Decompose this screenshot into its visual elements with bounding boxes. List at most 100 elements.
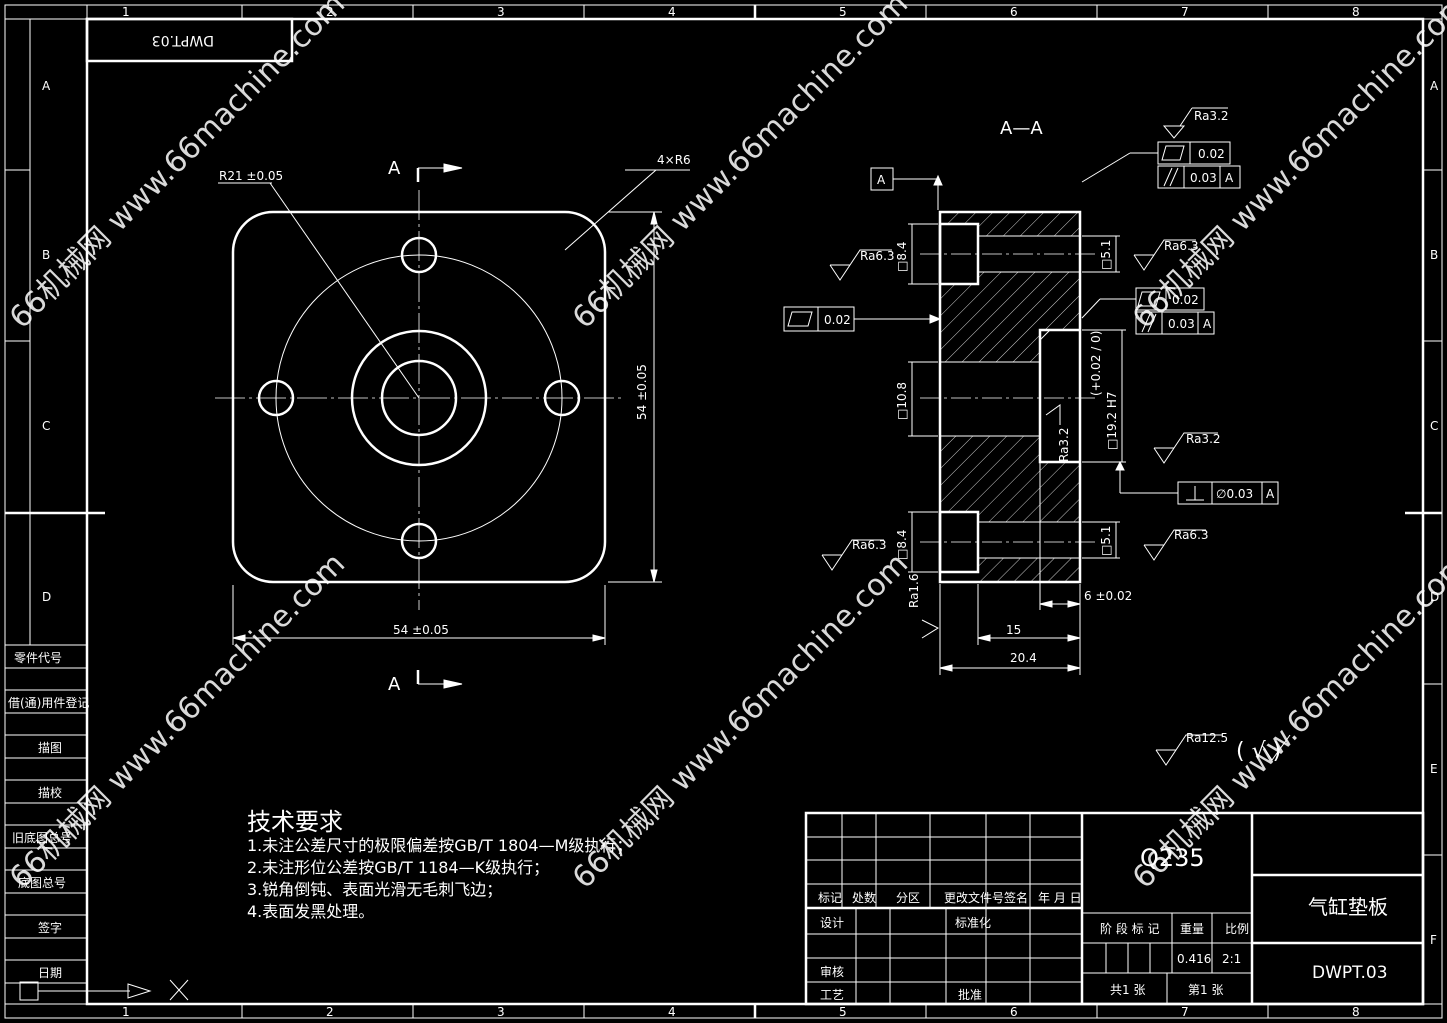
svg-text:签名: 签名: [1004, 890, 1028, 905]
svg-text:∅0.03: ∅0.03: [1216, 487, 1253, 501]
svg-text:工艺: 工艺: [820, 988, 844, 1002]
svg-text:旧底图总号: 旧底图总号: [12, 830, 72, 845]
svg-text:□5.1: □5.1: [1099, 240, 1113, 270]
svg-text:0.02: 0.02: [824, 313, 851, 327]
svg-text:更改文件号: 更改文件号: [944, 890, 1004, 905]
svg-text:签字: 签字: [38, 920, 62, 935]
svg-text:1: 1: [122, 5, 130, 19]
svg-text:6: 6: [1010, 1005, 1018, 1019]
svg-text:5: 5: [839, 5, 847, 19]
svg-text:1.未注公差尺寸的极限偏差按GB/T 1804—M级执行；: 1.未注公差尺寸的极限偏差按GB/T 1804—M级执行；: [247, 836, 632, 855]
svg-text:E: E: [1430, 762, 1438, 776]
svg-text:共1 张: 共1 张: [1110, 983, 1145, 997]
svg-text:标准化: 标准化: [955, 916, 991, 930]
svg-text:4: 4: [668, 1005, 676, 1019]
svg-text:Ra6.3: Ra6.3: [852, 538, 887, 552]
row-letters-right: A B C D E F: [1430, 79, 1439, 947]
svg-text:设计: 设计: [820, 916, 844, 930]
svg-text:Q235: Q235: [1140, 844, 1205, 872]
svg-text:描图: 描图: [38, 741, 62, 755]
svg-text:3: 3: [497, 5, 505, 19]
title-block: [804, 811, 1425, 1006]
svg-text:66机械网 www.66machine.com: 66机械网 www.66machine.com: [566, 0, 915, 336]
svg-text:技术要求: 技术要求: [247, 808, 343, 836]
svg-text:A: A: [388, 158, 401, 179]
svg-text:0.02: 0.02: [1172, 293, 1199, 307]
svg-text:A: A: [42, 79, 51, 93]
rotated-stamp: DWPT.03: [85, 17, 294, 63]
svg-text:3: 3: [497, 1005, 505, 1019]
svg-text:A: A: [1225, 171, 1234, 185]
svg-text:66机械网 www.66machine.com: 66机械网 www.66machine.com: [1126, 546, 1447, 895]
svg-text:气缸垫板: 气缸垫板: [1308, 895, 1388, 919]
svg-text:15: 15: [1006, 623, 1021, 637]
svg-text:Ra6.3: Ra6.3: [1174, 528, 1209, 542]
svg-text:8: 8: [1352, 5, 1360, 19]
svg-text:A—A: A—A: [1000, 118, 1043, 139]
svg-text:□8.4: □8.4: [895, 530, 909, 560]
svg-text:比例: 比例: [1225, 922, 1249, 936]
svg-text:C: C: [1430, 419, 1438, 433]
svg-text:2.未注形位公差按GB/T 1184—K级执行；: 2.未注形位公差按GB/T 1184—K级执行；: [247, 858, 549, 877]
svg-text:分区: 分区: [896, 891, 920, 905]
svg-text:重量: 重量: [1180, 922, 1204, 936]
svg-text:Ra3.2: Ra3.2: [1057, 427, 1071, 462]
svg-text:Ra3.2: Ra3.2: [1194, 109, 1229, 123]
svg-text:□8.4: □8.4: [895, 242, 909, 272]
svg-text:A: A: [877, 173, 886, 187]
svg-text:F: F: [1430, 933, 1437, 947]
watermarks: 66机械网 www.66machine.com 66机械网 www.66mach…: [3, 0, 1447, 896]
svg-text:A: A: [1266, 487, 1275, 501]
svg-text:4: 4: [668, 5, 676, 19]
svg-text:□10.8: □10.8: [895, 382, 909, 420]
svg-text:8: 8: [1352, 1005, 1360, 1019]
svg-text:4.表面发黑处理。: 4.表面发黑处理。: [247, 902, 374, 921]
svg-text:底图总号: 底图总号: [18, 875, 66, 890]
svg-text:A: A: [1203, 317, 1212, 331]
svg-text:借(通)用件登记: 借(通)用件登记: [8, 695, 89, 710]
svg-text:6 ±0.02: 6 ±0.02: [1084, 589, 1132, 603]
svg-text:20.4: 20.4: [1010, 651, 1037, 665]
svg-text:描校: 描校: [38, 785, 62, 800]
svg-text:0.03: 0.03: [1190, 171, 1217, 185]
title-block-text: Q235 气缸垫板 DWPT.03 标记 处数 分区 更改文件号 签名 年 月 …: [818, 844, 1388, 1002]
svg-text:B: B: [1430, 248, 1438, 262]
svg-text:7: 7: [1181, 5, 1189, 19]
svg-text:54 ±0.05: 54 ±0.05: [393, 623, 449, 637]
column-numbers-top: 1 2 3 4 5 6 7 8: [122, 5, 1360, 19]
svg-text:0.03: 0.03: [1168, 317, 1195, 331]
svg-text:DWPT.03: DWPT.03: [152, 32, 214, 48]
svg-text:标记: 标记: [818, 891, 842, 905]
svg-text:审核: 审核: [820, 964, 844, 979]
svg-text:0.416: 0.416: [1177, 952, 1211, 966]
svg-text:5: 5: [839, 1005, 847, 1019]
svg-text:□5.1: □5.1: [1099, 526, 1113, 556]
svg-text:R21 ±0.05: R21 ±0.05: [219, 169, 283, 183]
svg-text:54 ±0.05: 54 ±0.05: [635, 364, 649, 420]
svg-text:DWPT.03: DWPT.03: [1312, 963, 1388, 983]
svg-text:66机械网 www.66machine.com: 66机械网 www.66machine.com: [1126, 0, 1447, 336]
svg-text:零件代号: 零件代号: [14, 651, 62, 665]
svg-text:A: A: [388, 674, 401, 695]
svg-text:7: 7: [1181, 1005, 1189, 1019]
svg-text:2: 2: [326, 1005, 334, 1019]
svg-text:3.锐角倒钝、表面光滑无毛刺飞边；: 3.锐角倒钝、表面光滑无毛刺飞边；: [247, 880, 502, 899]
svg-text:Ra12.5: Ra12.5: [1186, 731, 1228, 745]
front-view: [215, 163, 690, 689]
svg-text:66机械网 www.66machine.com: 66机械网 www.66machine.com: [3, 0, 352, 336]
section-view-labels: A—A A Ra3.2 0.02 0.03 A Ra6.3 Ra6.3 0.02…: [824, 109, 1281, 764]
column-numbers-bottom: 1 2 3 4 5 6 7 8: [122, 1005, 1360, 1019]
section-view: [783, 107, 1291, 766]
svg-text:□19.2 H7: □19.2 H7: [1105, 391, 1119, 450]
row-letters-left: A B C D: [42, 79, 51, 604]
svg-text:日期: 日期: [38, 966, 62, 980]
svg-text:B: B: [42, 248, 50, 262]
svg-text:Ra3.2: Ra3.2: [1186, 432, 1221, 446]
svg-text:0.02: 0.02: [1198, 147, 1225, 161]
svg-text:Ra1.6: Ra1.6: [907, 573, 921, 608]
svg-text:第1 张: 第1 张: [1188, 983, 1223, 997]
side-panel-labels: 零件代号 借(通)用件登记 描图 描校 旧底图总号 底图总号 签字 日期: [8, 651, 89, 980]
svg-text:D: D: [42, 590, 51, 604]
origin-marker: [19, 979, 189, 1001]
